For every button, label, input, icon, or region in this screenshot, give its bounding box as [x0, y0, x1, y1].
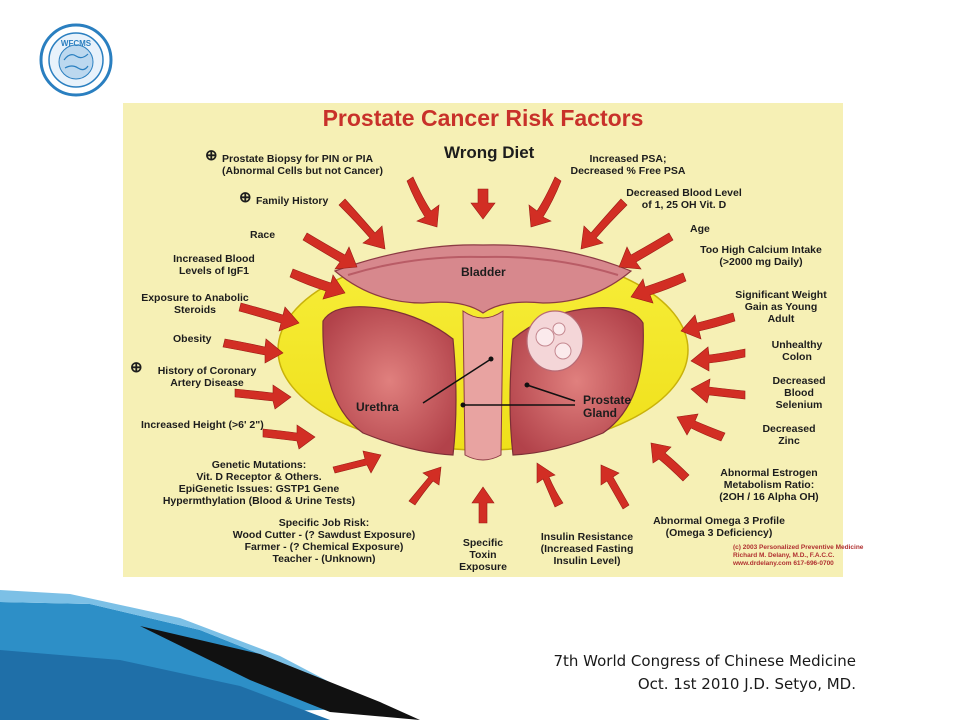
- right-factor-colon: Unhealthy Colon: [771, 339, 823, 363]
- left-factor-anabolic-steroids: Exposure to Anabolic Steroids: [141, 292, 249, 316]
- right-factor-age: Age: [690, 223, 710, 235]
- risk-factors-poster: Prostate Cancer Risk Factors Wrong Diet …: [123, 103, 863, 577]
- bottom-factor-insulin: Insulin Resistance (Increased Fasting In…: [540, 531, 634, 567]
- tumor-shape: [526, 310, 584, 372]
- arrow-right-6: [690, 346, 746, 372]
- arrow-left-3: [302, 232, 358, 270]
- poster-graphics: [222, 176, 746, 524]
- left-factor-obesity: Obesity: [173, 333, 212, 345]
- wfcms-logo: WFCMS: [36, 22, 116, 98]
- arrow-left-9: [332, 450, 382, 474]
- logo-text: WFCMS: [61, 39, 92, 48]
- right-factor-selenium: Decreased Blood Selenium: [772, 375, 826, 411]
- arrow-center: [470, 188, 496, 220]
- right-factor-vitd: Decreased Blood Level of 1, 25 OH Vit. D: [626, 187, 742, 211]
- arrow-right-2: [580, 198, 628, 250]
- left-factor-job-risk: Specific Job Risk: Wood Cutter - (? Sawd…: [232, 517, 416, 565]
- arrow-left-7: [234, 384, 292, 410]
- urethra-pointer: [422, 358, 492, 404]
- prostate-left-lobe: [322, 306, 457, 456]
- prostate-gland-label: Prostate Gland: [583, 393, 632, 420]
- copyright-credit: (c) 2003 Personalized Preventive Medicin…: [733, 544, 864, 567]
- bladder-label: Bladder: [461, 265, 506, 279]
- left-factor-race: Race: [250, 229, 276, 241]
- right-factor-psa: Increased PSA; Decreased % Free PSA: [570, 153, 686, 177]
- urethra-channel: [462, 310, 504, 461]
- left-factor-coronary: History of Coronary Artery Disease: [130, 362, 267, 389]
- footer-date-author: Oct. 1st 2010 J.D. Setyo, MD.: [637, 675, 856, 693]
- left-factor-genetic: Genetic Mutations: Vit. D Receptor & Oth…: [162, 459, 356, 507]
- center-factor-label: Wrong Diet: [444, 143, 535, 162]
- arrow-left-2: [338, 198, 386, 250]
- arrow-left-5: [238, 302, 300, 332]
- globe-icon: [58, 44, 94, 80]
- arrow-left-4: [289, 268, 346, 300]
- arrow-bottom-1: [471, 486, 495, 524]
- urethra-label: Urethra: [356, 400, 399, 414]
- prostate-pointer-2: [526, 384, 576, 402]
- arrow-left-10: [408, 466, 442, 506]
- right-factor-weight-gain: Significant Weight Gain as Young Adult: [735, 289, 827, 325]
- arrow-right-1: [528, 176, 562, 228]
- logo-outer-ring: [39, 23, 113, 97]
- arrow-right-5: [680, 312, 736, 340]
- arrow-right-8: [676, 413, 726, 442]
- arrow-left-1: [406, 176, 440, 228]
- decorative-swoosh: [0, 590, 420, 720]
- arrow-right-10: [600, 464, 630, 510]
- arrow-right-3: [618, 232, 674, 270]
- right-factor-estrogen: Abnormal Estrogen Metabolism Ratio: (2OH…: [719, 467, 819, 503]
- arrow-left-6: [222, 338, 284, 364]
- footer-conference: 7th World Congress of Chinese Medicine: [553, 652, 856, 670]
- arrow-bottom-2: [536, 462, 564, 508]
- arrow-right-4: [630, 272, 687, 304]
- right-factor-calcium: Too High Calcium Intake (>2000 mg Daily): [700, 244, 822, 268]
- left-factor-height: Increased Height (>6' 2"): [141, 419, 264, 431]
- left-factor-biopsy: Prostate Biopsy for PIN or PIA (Abnormal…: [205, 150, 383, 177]
- poster-title: Prostate Cancer Risk Factors: [322, 105, 644, 131]
- arrow-left-8: [262, 424, 316, 450]
- left-factor-family-history: Family History: [239, 192, 328, 207]
- bottom-factor-toxin: Specific Toxin Exposure: [459, 537, 507, 573]
- arrow-right-7: [690, 378, 746, 404]
- slide-footer: 7th World Congress of Chinese Medicine O…: [553, 650, 856, 696]
- right-factor-omega3: Abnormal Omega 3 Profile (Omega 3 Defici…: [653, 515, 785, 539]
- left-factor-igf1: Increased Blood Levels of IgF1: [173, 253, 255, 277]
- arrow-right-9: [650, 442, 690, 482]
- right-factor-zinc: Decreased Zinc: [762, 423, 816, 447]
